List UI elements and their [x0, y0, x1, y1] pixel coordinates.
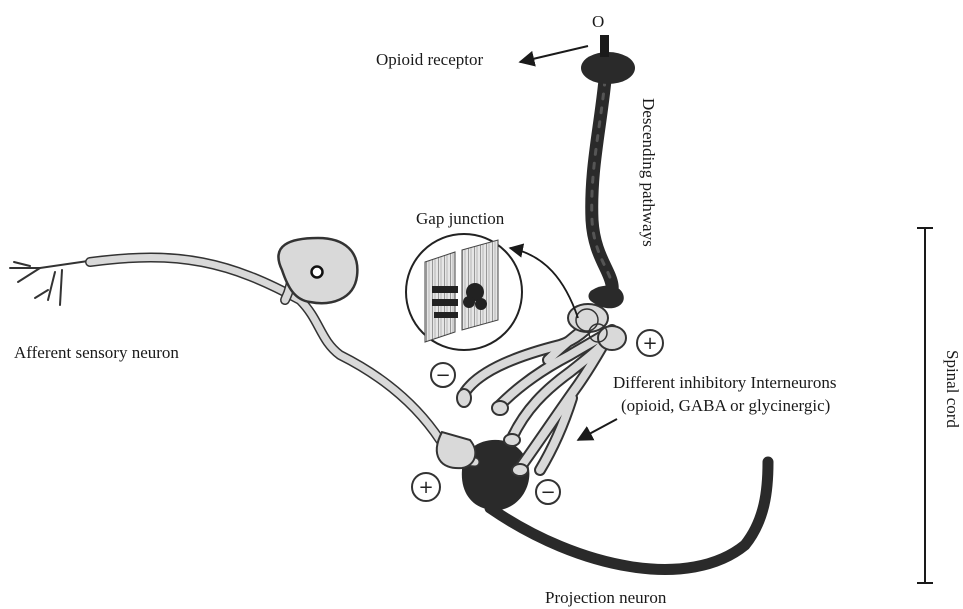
svg-text:−: −: [435, 365, 450, 386]
gap-junction-inset: [406, 234, 522, 350]
interneurons-arrow: [578, 419, 617, 440]
opioid-marker: O: [592, 12, 604, 31]
projection-neuron: [462, 440, 768, 569]
projection-neuron-label: Projection neuron: [545, 588, 667, 607]
opioid-receptor-label: Opioid receptor: [376, 50, 483, 69]
spinal-cord-bracket: [917, 228, 933, 583]
excitatory-sign-bottom: +: [412, 473, 440, 501]
gap-junction-label: Gap junction: [416, 209, 505, 228]
inhibitory-sign-bottom: −: [536, 480, 560, 504]
interneurons-label-line1: Different inhibitory Interneurons: [613, 373, 836, 392]
svg-text:+: +: [418, 477, 433, 498]
spinal-cord-label: Spinal cord: [943, 350, 962, 428]
descending-pathway-neuron: [581, 35, 635, 308]
svg-text:−: −: [540, 482, 555, 503]
inhibitory-sign-left: −: [431, 363, 455, 387]
opioid-receptor-arrow: [520, 46, 588, 62]
descending-pathways-label: Descending pathways: [639, 98, 658, 247]
afferent-sensory-neuron-label: Afferent sensory neuron: [14, 343, 179, 362]
svg-text:+: +: [642, 333, 657, 354]
interneurons-label-line2: (opioid, GABA or glycinergic): [621, 396, 830, 415]
excitatory-sign-right: +: [637, 330, 663, 356]
